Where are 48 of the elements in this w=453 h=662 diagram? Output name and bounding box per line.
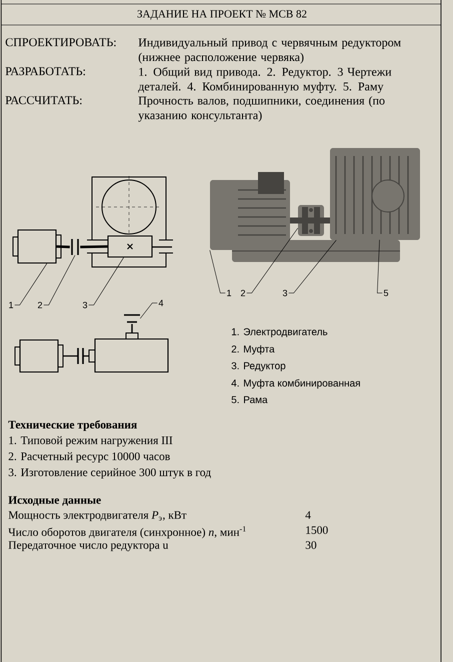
parameter-name: Число оборотов двигателя (синхронное) n, мин$^{-1}$: [8, 526, 246, 538]
task-text: Прочность валов, подшипники, соединения (по указанию консультанта): [138, 96, 385, 122]
callout-number: 4: [158, 300, 164, 306]
parameter-value: 30: [306, 541, 316, 549]
leader-line: [140, 302, 158, 319]
callout-number: 5: [384, 290, 388, 296]
leader-line: [88, 257, 124, 306]
coupling-symbol: [71, 238, 79, 256]
task-text: 1. Общий вид привода. 2. Редуктор. 3 Чертежи деталей. 4. Комбинированную муфту. 5. Раму: [138, 67, 392, 93]
part-list-item: 1. Электродвигатель: [232, 328, 328, 338]
leader-line: [210, 250, 226, 294]
gearbox-symbol: [107, 235, 153, 258]
requirement-text: 2. Расчетный ресурс 10000 часов: [8, 452, 170, 463]
row-heading: РАЗРАБОТАТЬ:: [6, 67, 85, 76]
row-heading: РАССЧИТАТЬ:: [6, 96, 82, 104]
callout-number: 1: [9, 302, 14, 308]
requirement-text: 3. Изготовление серийное 300 штук в год: [8, 468, 211, 479]
callout-number: 3: [82, 302, 88, 308]
leader-line: [43, 254, 76, 306]
leader-line: [377, 240, 383, 294]
parameter-name: Мощность электродвигателя P$_{э}$, кВт: [8, 511, 186, 522]
parameter-value: 1500: [306, 526, 328, 534]
leader-line: [80, 245, 108, 248]
callout-number: 2: [240, 290, 246, 296]
part-list-item: 5. Рама: [232, 396, 268, 404]
gearbox-drawing: [330, 148, 420, 240]
title: ЗАДАНИЕ НА ПРОЕКТ № МСВ 82: [138, 10, 306, 20]
parameter-value: 4: [305, 511, 311, 519]
leader-line: [246, 228, 298, 294]
part-list-item: 2. Муфта: [232, 345, 275, 355]
leader-line: [56, 245, 70, 248]
coupling-symbol: [123, 314, 141, 323]
callout-number: 2: [38, 302, 42, 308]
section-heading: Технические требования: [8, 420, 137, 431]
row-heading: СПРОЕКТИРОВАТЬ:: [6, 38, 116, 46]
motor-symbol: [12, 229, 62, 264]
section-heading: Исходные данные: [8, 496, 101, 506]
callout-number: 3: [282, 290, 288, 296]
leader-line: [288, 240, 336, 294]
part-list-item: 4. Муфта комбинированная: [231, 379, 360, 389]
leader-line: [14, 263, 48, 306]
parameter-name: Передаточное число редуктора u: [8, 541, 168, 552]
coupling-drawing: [290, 205, 330, 236]
part-list-item: 3. Редуктор: [232, 362, 286, 372]
requirement-text: 1. Типовой режим нагружения III: [9, 436, 172, 447]
callout-number: 1: [227, 290, 232, 296]
task-text: Индивидуальный привод с червячным редуктором (нижнее расположение червяка): [138, 38, 401, 64]
motor-drawing: [210, 172, 290, 250]
